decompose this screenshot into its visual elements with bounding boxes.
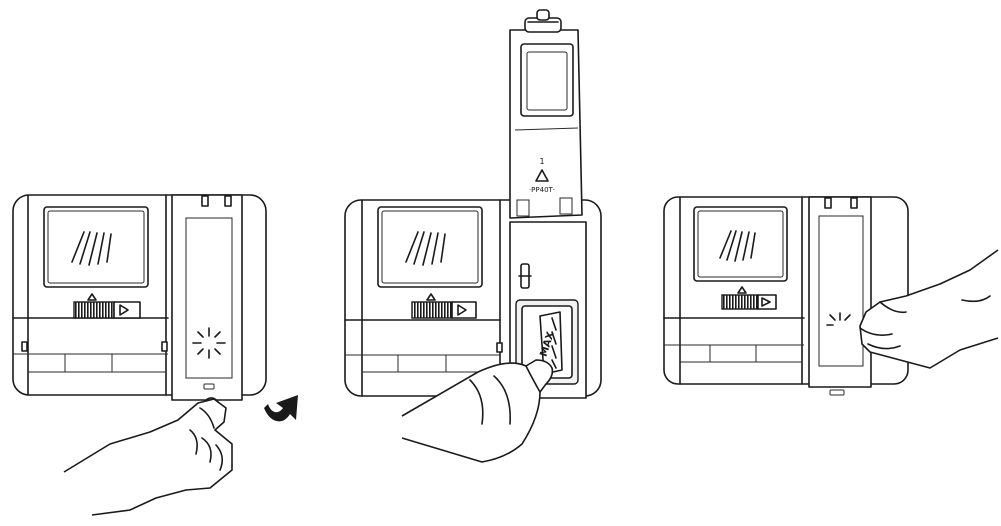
rotate-arrow-icon <box>264 395 298 422</box>
hand-icon <box>63 397 233 516</box>
open-lid: 1 ·PP40T· <box>509 9 583 219</box>
detergent-window <box>693 206 788 282</box>
recycle-icon <box>535 169 549 182</box>
hand-icon <box>859 249 999 369</box>
material-code: ·PP40T· <box>529 186 555 194</box>
rinse-dial <box>73 293 141 319</box>
detergent-window <box>43 206 149 288</box>
rinse-aid-bottle <box>401 359 554 463</box>
panel-fill-rinse-aid: MAX 1 ·PP40T· <box>344 9 602 463</box>
rinse-dial <box>411 293 477 319</box>
detergent-window <box>377 206 483 288</box>
recycle-number: 1 <box>539 157 544 166</box>
dispenser-lid <box>171 194 243 401</box>
panel-close-lid <box>663 196 999 396</box>
closed-lid <box>808 196 872 396</box>
rinse-dial <box>721 286 777 310</box>
panel-open-lid <box>12 194 298 516</box>
